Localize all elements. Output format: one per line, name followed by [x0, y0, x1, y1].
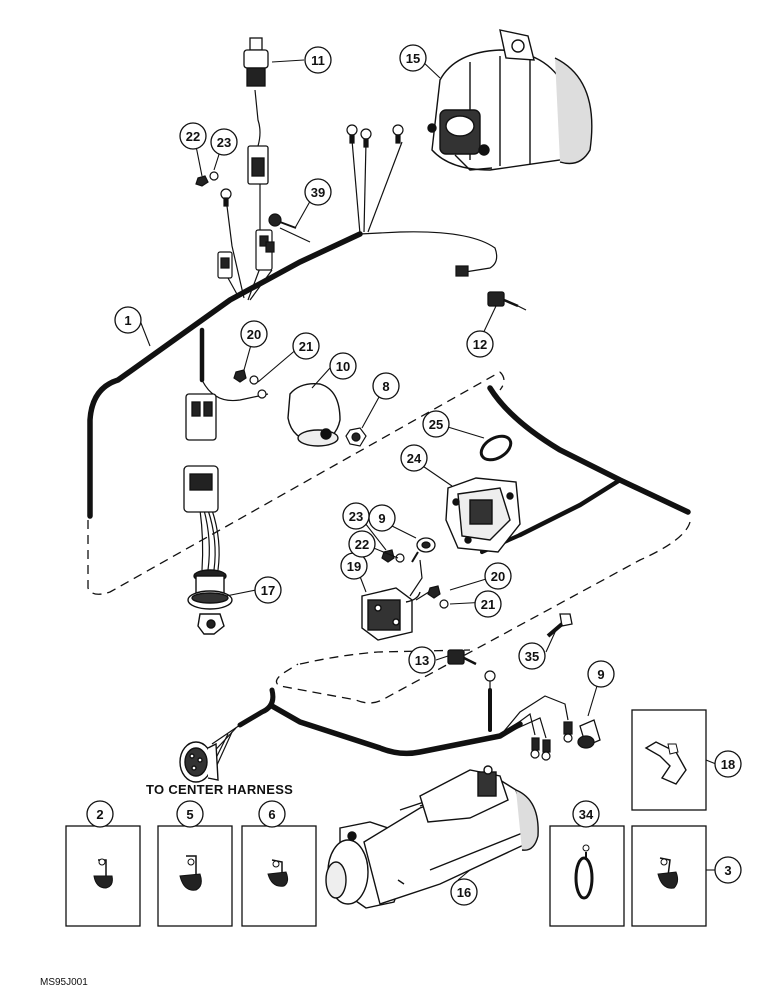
- starter-motor-16: [325, 765, 539, 909]
- svg-text:20: 20: [247, 327, 261, 342]
- clip-box-3: [631, 825, 707, 927]
- callout-22-upper: 22: [179, 122, 207, 150]
- callout-6: 6: [258, 800, 286, 828]
- callout-1: 1: [114, 306, 142, 334]
- svg-text:1: 1: [124, 313, 131, 328]
- strap-box-34: [549, 825, 625, 927]
- harness-plug-connector: [179, 741, 219, 783]
- svg-text:8: 8: [382, 379, 389, 394]
- svg-text:23: 23: [349, 509, 363, 524]
- callout-12: 12: [466, 330, 494, 358]
- callout-19: 19: [340, 552, 368, 580]
- callout-25: 25: [422, 410, 450, 438]
- clip-box-5: [157, 825, 233, 927]
- harness-caption: TO CENTER HARNESS: [146, 782, 293, 797]
- small-connector: [455, 265, 469, 277]
- callout-22-lower: 22: [348, 530, 376, 558]
- svg-text:9: 9: [597, 667, 604, 682]
- ring-terminals-top: [220, 124, 404, 207]
- clip-box-6: [241, 825, 317, 927]
- callout-23-lower: 23: [342, 502, 370, 530]
- svg-text:2: 2: [96, 807, 103, 822]
- svg-text:19: 19: [347, 559, 361, 574]
- svg-text:15: 15: [406, 51, 420, 66]
- pressure-sender-11: [243, 37, 269, 185]
- svg-text:10: 10: [336, 359, 350, 374]
- callout-16: 16: [450, 878, 478, 906]
- callout-23-upper: 23: [210, 128, 238, 156]
- svg-text:39: 39: [311, 185, 325, 200]
- figure-code: MS95J001: [40, 977, 88, 988]
- svg-text:9: 9: [378, 511, 385, 526]
- nut-8: [345, 427, 367, 447]
- pressure-switch-17: [187, 569, 233, 635]
- callout-9-lower: 9: [587, 660, 615, 688]
- temperature-sender-12: [487, 291, 527, 311]
- svg-text:34: 34: [579, 807, 594, 822]
- starter-terminals: [484, 670, 573, 761]
- svg-text:23: 23: [217, 135, 231, 150]
- sender-13: [447, 649, 477, 666]
- callout-17: 17: [254, 576, 282, 604]
- switch-10: [287, 383, 341, 447]
- svg-text:18: 18: [721, 757, 735, 772]
- svg-text:11: 11: [311, 53, 325, 68]
- relay-bracket-24: [445, 477, 521, 553]
- callout-8: 8: [372, 372, 400, 400]
- svg-text:16: 16: [457, 885, 471, 900]
- thin-wires: [199, 89, 569, 777]
- svg-text:13: 13: [415, 653, 429, 668]
- callout-39: 39: [304, 178, 332, 206]
- callout-9-mid: 9: [368, 504, 396, 532]
- callout-21-lower: 21: [474, 590, 502, 618]
- bolt-35: [546, 613, 573, 638]
- callouts: 1 2 3 5 6 8 9 9 10 11 12 13 15 16 17 18 …: [86, 44, 742, 906]
- callout-11: 11: [304, 46, 332, 74]
- connector-cluster-top: [217, 229, 275, 279]
- nut-washer-top: [195, 171, 219, 187]
- nut-washer-solenoid: [427, 585, 449, 609]
- clamp-25: [479, 434, 513, 462]
- svg-text:35: 35: [525, 649, 539, 664]
- svg-text:5: 5: [186, 807, 193, 822]
- svg-text:17: 17: [261, 583, 275, 598]
- main-wire-harness: [87, 231, 691, 757]
- connector-pair-left: [183, 393, 219, 513]
- callout-21-upper: 21: [292, 332, 320, 360]
- svg-text:12: 12: [473, 337, 487, 352]
- svg-text:22: 22: [355, 537, 369, 552]
- clip-box-2: [65, 825, 141, 927]
- callout-5: 5: [176, 800, 204, 828]
- svg-text:22: 22: [186, 129, 200, 144]
- svg-text:24: 24: [407, 451, 422, 466]
- callout-10: 10: [329, 352, 357, 380]
- callout-18: 18: [714, 750, 742, 778]
- callout-15: 15: [399, 44, 427, 72]
- svg-text:25: 25: [429, 417, 443, 432]
- alternator-15: [427, 29, 593, 171]
- svg-text:6: 6: [268, 807, 275, 822]
- boot-terminal-9-lower: [577, 719, 601, 749]
- callout-24: 24: [400, 444, 428, 472]
- sensor-39: [268, 213, 297, 229]
- svg-text:20: 20: [491, 569, 505, 584]
- callout-20-upper: 20: [240, 320, 268, 348]
- nut-washer-mid: [233, 369, 267, 399]
- callout-20-lower: 20: [484, 562, 512, 590]
- boot-terminal-9-mid: [411, 537, 436, 563]
- svg-text:21: 21: [481, 597, 495, 612]
- callout-2: 2: [86, 800, 114, 828]
- callout-3: 3: [714, 856, 742, 884]
- callout-35: 35: [518, 642, 546, 670]
- callout-34: 34: [572, 800, 600, 828]
- bracket-box-18: [631, 709, 707, 811]
- harness-outline-dashed: [87, 371, 691, 704]
- svg-text:21: 21: [299, 339, 313, 354]
- svg-text:3: 3: [724, 863, 731, 878]
- solenoid-19: [361, 587, 421, 641]
- callout-13: 13: [408, 646, 436, 674]
